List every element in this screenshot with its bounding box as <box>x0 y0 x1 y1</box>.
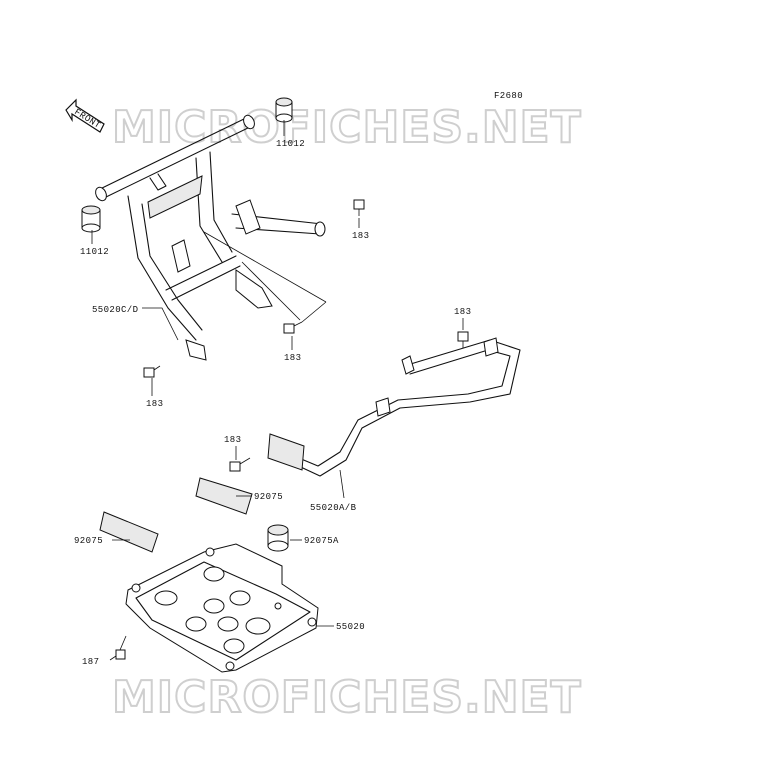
rear-guard-55020ab <box>267 337 521 477</box>
bolt-183-center <box>283 321 303 334</box>
label-screw-bottom: 187 <box>82 657 99 667</box>
pad-92075-left <box>99 511 159 553</box>
bolt-183-rear-mid <box>229 457 251 472</box>
skid-plate-55020 <box>125 543 319 673</box>
label-bolt-left: 183 <box>146 399 163 409</box>
label-rubber-mount: 92075A <box>304 536 339 546</box>
front-arrow-label: FRONT <box>72 107 102 131</box>
screw-187 <box>115 635 127 660</box>
label-skid-plate: 55020 <box>336 622 365 632</box>
bolt-183-left <box>143 365 161 378</box>
label-pad-center: 92075 <box>254 492 283 502</box>
pad-92075-center <box>195 477 253 515</box>
leader-lines <box>91 120 464 661</box>
front-guard-55020cd <box>95 114 326 361</box>
label-pad-left: 92075 <box>74 536 103 546</box>
bolt-183-upper-right <box>353 199 365 216</box>
label-front-guard: 55020C/D <box>92 305 138 315</box>
label-bolt-center: 183 <box>284 353 301 363</box>
label-rear-guard: 55020A/B <box>310 503 357 513</box>
watermark-bottom: MICROFICHES.NET <box>112 672 582 723</box>
bolt-183-rear-top <box>457 331 469 348</box>
label-bolt-rear-top: 183 <box>454 307 471 317</box>
label-cap-left: 11012 <box>80 247 109 257</box>
label-bolt-upper-right: 183 <box>352 231 369 241</box>
label-cap-right: 11012 <box>276 139 305 149</box>
cap-11012-right <box>275 97 293 123</box>
watermark-top: MICROFICHES.NET <box>112 102 582 153</box>
cap-11012-left <box>81 205 101 233</box>
figure-code: F2680 <box>494 91 523 101</box>
label-bolt-rear-mid: 183 <box>224 435 241 445</box>
front-arrow-icon: FRONT <box>65 98 105 133</box>
rubber-mount-92075a <box>267 524 289 552</box>
